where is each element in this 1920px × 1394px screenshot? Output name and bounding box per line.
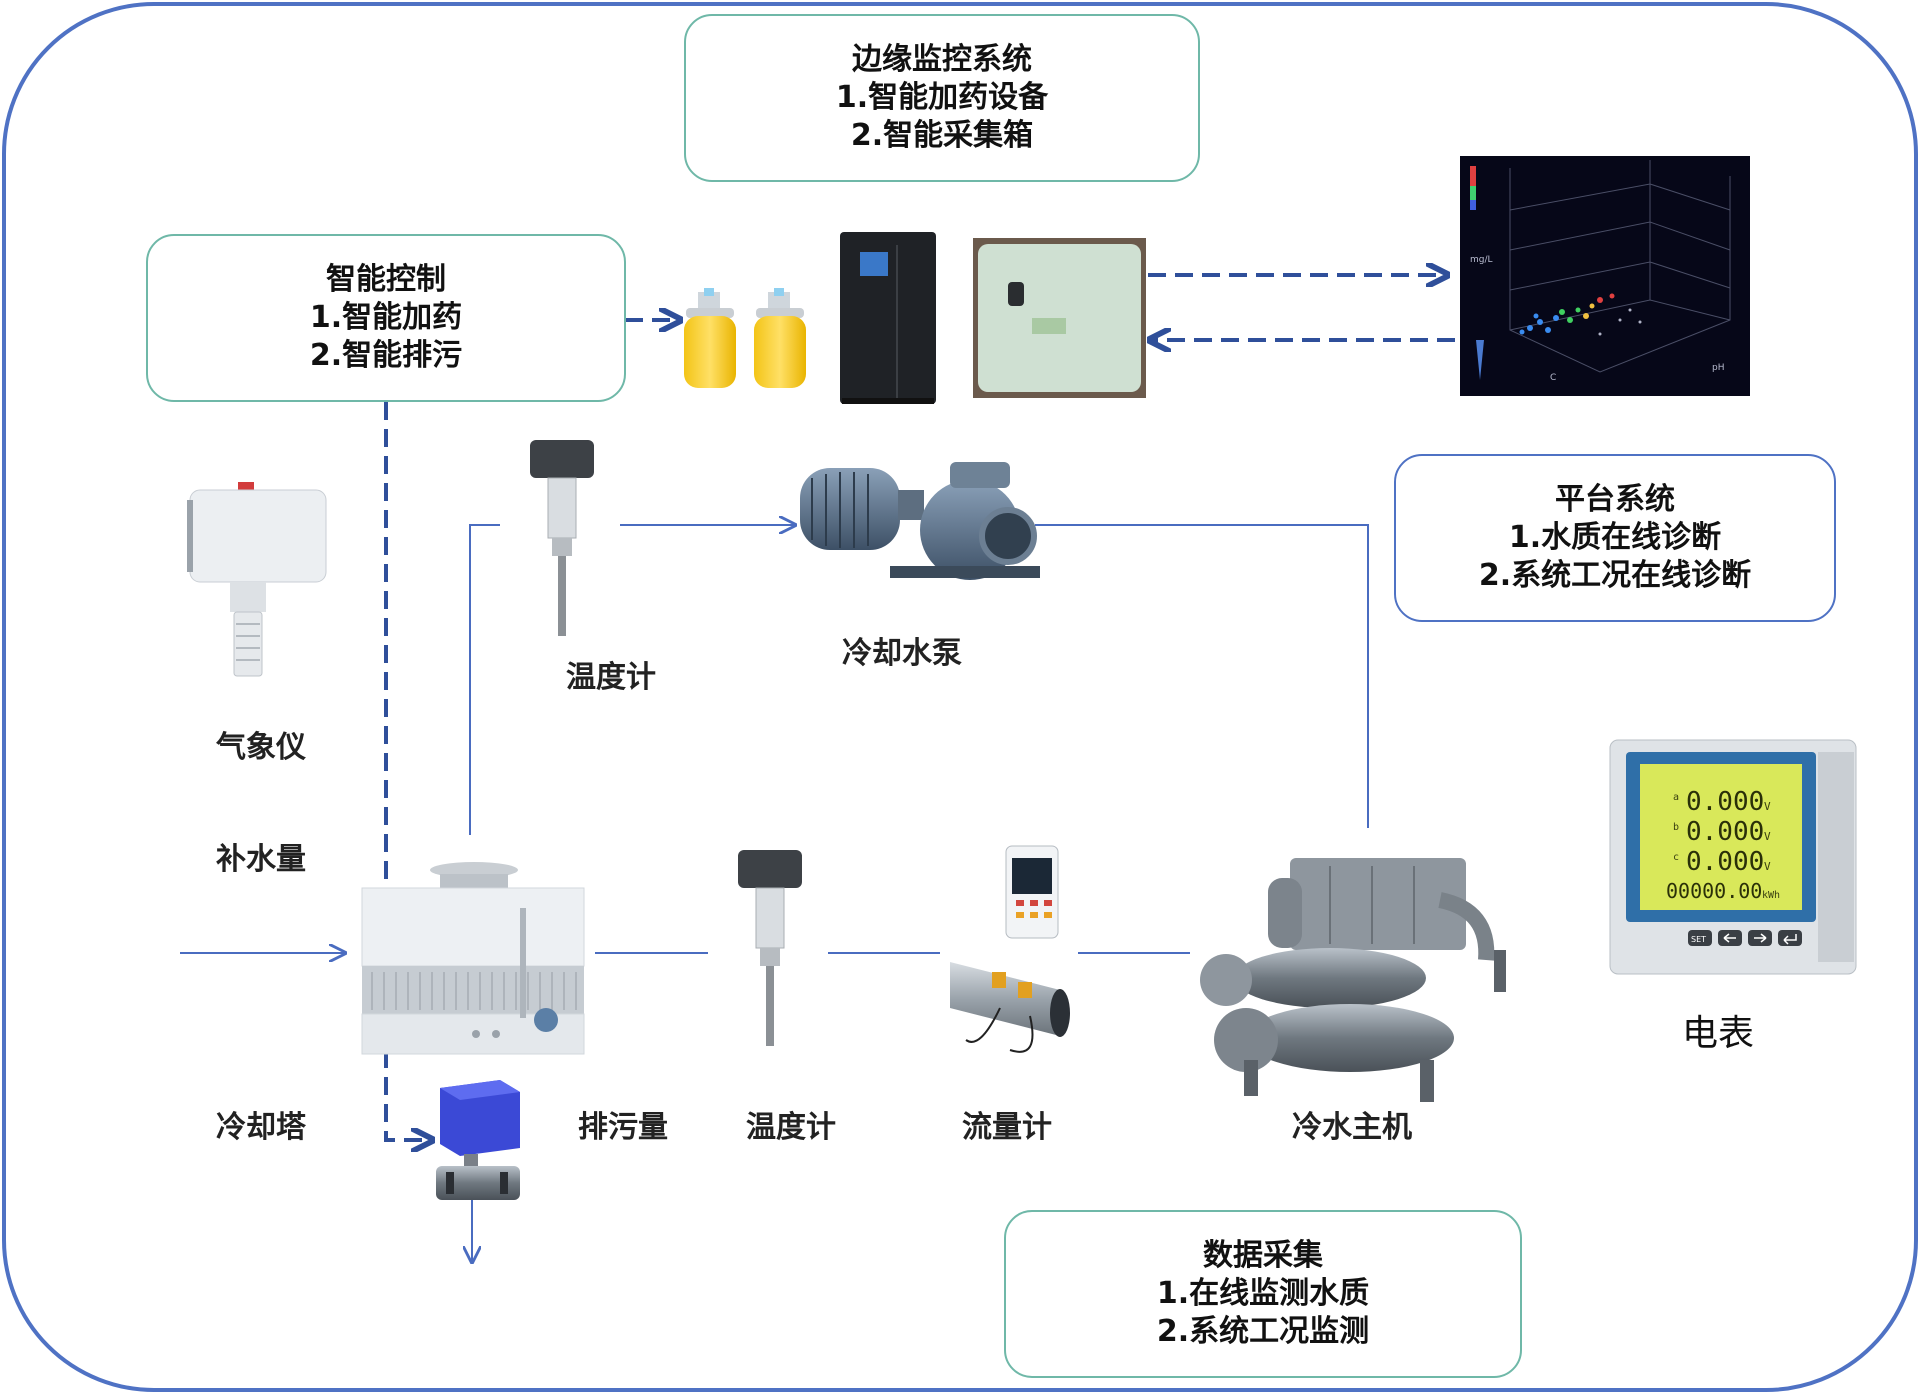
meter-row-c-tag: c xyxy=(1673,852,1679,863)
water-pump-icon xyxy=(800,462,1040,580)
temp-sensor-bottom-label: 温度计 xyxy=(746,1110,836,1145)
motorized-valve-icon xyxy=(436,1080,520,1200)
chart-xlabel: pH xyxy=(1712,363,1724,373)
dosing-jar-icon xyxy=(684,288,806,388)
meter-total-unit: kWh xyxy=(1762,890,1780,901)
platform-box-line1: 1.水质在线诊断 xyxy=(1508,520,1722,555)
platform-box-line2: 2.系统工况在线诊断 xyxy=(1478,558,1752,593)
platform-box-title: 平台系统 xyxy=(1555,482,1675,517)
tower-riser-pipe xyxy=(469,524,500,835)
platform-system-box: 平台系统 1.水质在线诊断 2.系统工况在线诊断 xyxy=(1394,454,1836,622)
chart-ylabel: mg/L xyxy=(1470,255,1493,265)
edge-monitoring-box: 边缘监控系统 1.智能加药设备 2.智能采集箱 xyxy=(684,14,1200,182)
chiller-icon xyxy=(1200,858,1506,1102)
edge-box-title: 边缘监控系统 xyxy=(852,42,1032,77)
data-box-title: 数据采集 xyxy=(1203,1238,1323,1273)
weather-station-icon xyxy=(187,482,327,677)
smart-control-box: 智能控制 1.智能加药 2.智能排污 xyxy=(146,234,626,402)
temperature-sensor-icon xyxy=(530,440,594,636)
data-box-line1: 1.在线监测水质 xyxy=(1156,1276,1370,1311)
control-to-valve-link xyxy=(384,402,430,1140)
temperature-sensor-icon xyxy=(738,850,802,1046)
power-meter-label: 电表 xyxy=(1682,1013,1755,1054)
meter-set-button: SET xyxy=(1691,935,1706,944)
cooling-pump-label: 冷却水泵 xyxy=(842,636,962,671)
power-meter-icon: a 0.000 V b 0.000 V c 0.000 V 00000.00 k… xyxy=(1609,739,1857,975)
control-links xyxy=(384,275,1455,1140)
meter-row-a-unit: V xyxy=(1764,800,1771,813)
edge-box-line1: 1.智能加药设备 xyxy=(835,80,1049,115)
meter-total-value: 00000.00 xyxy=(1666,879,1762,903)
meter-row-c-value: 0.000 xyxy=(1686,847,1764,877)
data-collection-box: 数据采集 1.在线监测水质 2.系统工况监测 xyxy=(1004,1210,1522,1378)
3d-scatter-chart-icon: mg/L pH C xyxy=(1460,156,1750,396)
pump-to-chiller-pipe xyxy=(1035,524,1369,828)
flow-meter-label: 流量计 xyxy=(962,1110,1052,1145)
meter-row-b-tag: b xyxy=(1673,822,1679,833)
flow-meter-icon xyxy=(950,845,1070,1053)
meter-row-b-unit: V xyxy=(1764,830,1771,843)
meter-row-b-value: 0.000 xyxy=(1686,817,1764,847)
meter-row-c-unit: V xyxy=(1764,860,1771,873)
control-box-title: 智能控制 xyxy=(326,262,446,297)
blowdown-label: 排污量 xyxy=(578,1110,668,1145)
cooling-tower-label: 冷却塔 xyxy=(216,1110,306,1145)
weather-station-label: 气象仪 xyxy=(216,730,306,765)
meter-row-a-value: 0.000 xyxy=(1686,787,1764,817)
temp-sensor-top-label: 温度计 xyxy=(566,660,656,695)
dosing-cabinet-icon xyxy=(840,232,936,404)
chiller-label: 冷水主机 xyxy=(1292,1110,1412,1145)
pipe-lines xyxy=(180,524,1369,1262)
control-box-line2: 2.智能排污 xyxy=(309,338,463,373)
edge-box-line2: 2.智能采集箱 xyxy=(850,118,1034,153)
cooling-tower-icon xyxy=(361,862,585,1055)
data-box-line2: 2.系统工况监测 xyxy=(1156,1314,1370,1349)
makeup-water-label: 补水量 xyxy=(216,842,306,877)
collector-box-icon xyxy=(973,238,1146,398)
chart-zlabel: C xyxy=(1550,373,1556,383)
meter-row-a-tag: a xyxy=(1673,792,1679,803)
control-box-line1: 1.智能加药 xyxy=(309,300,463,335)
